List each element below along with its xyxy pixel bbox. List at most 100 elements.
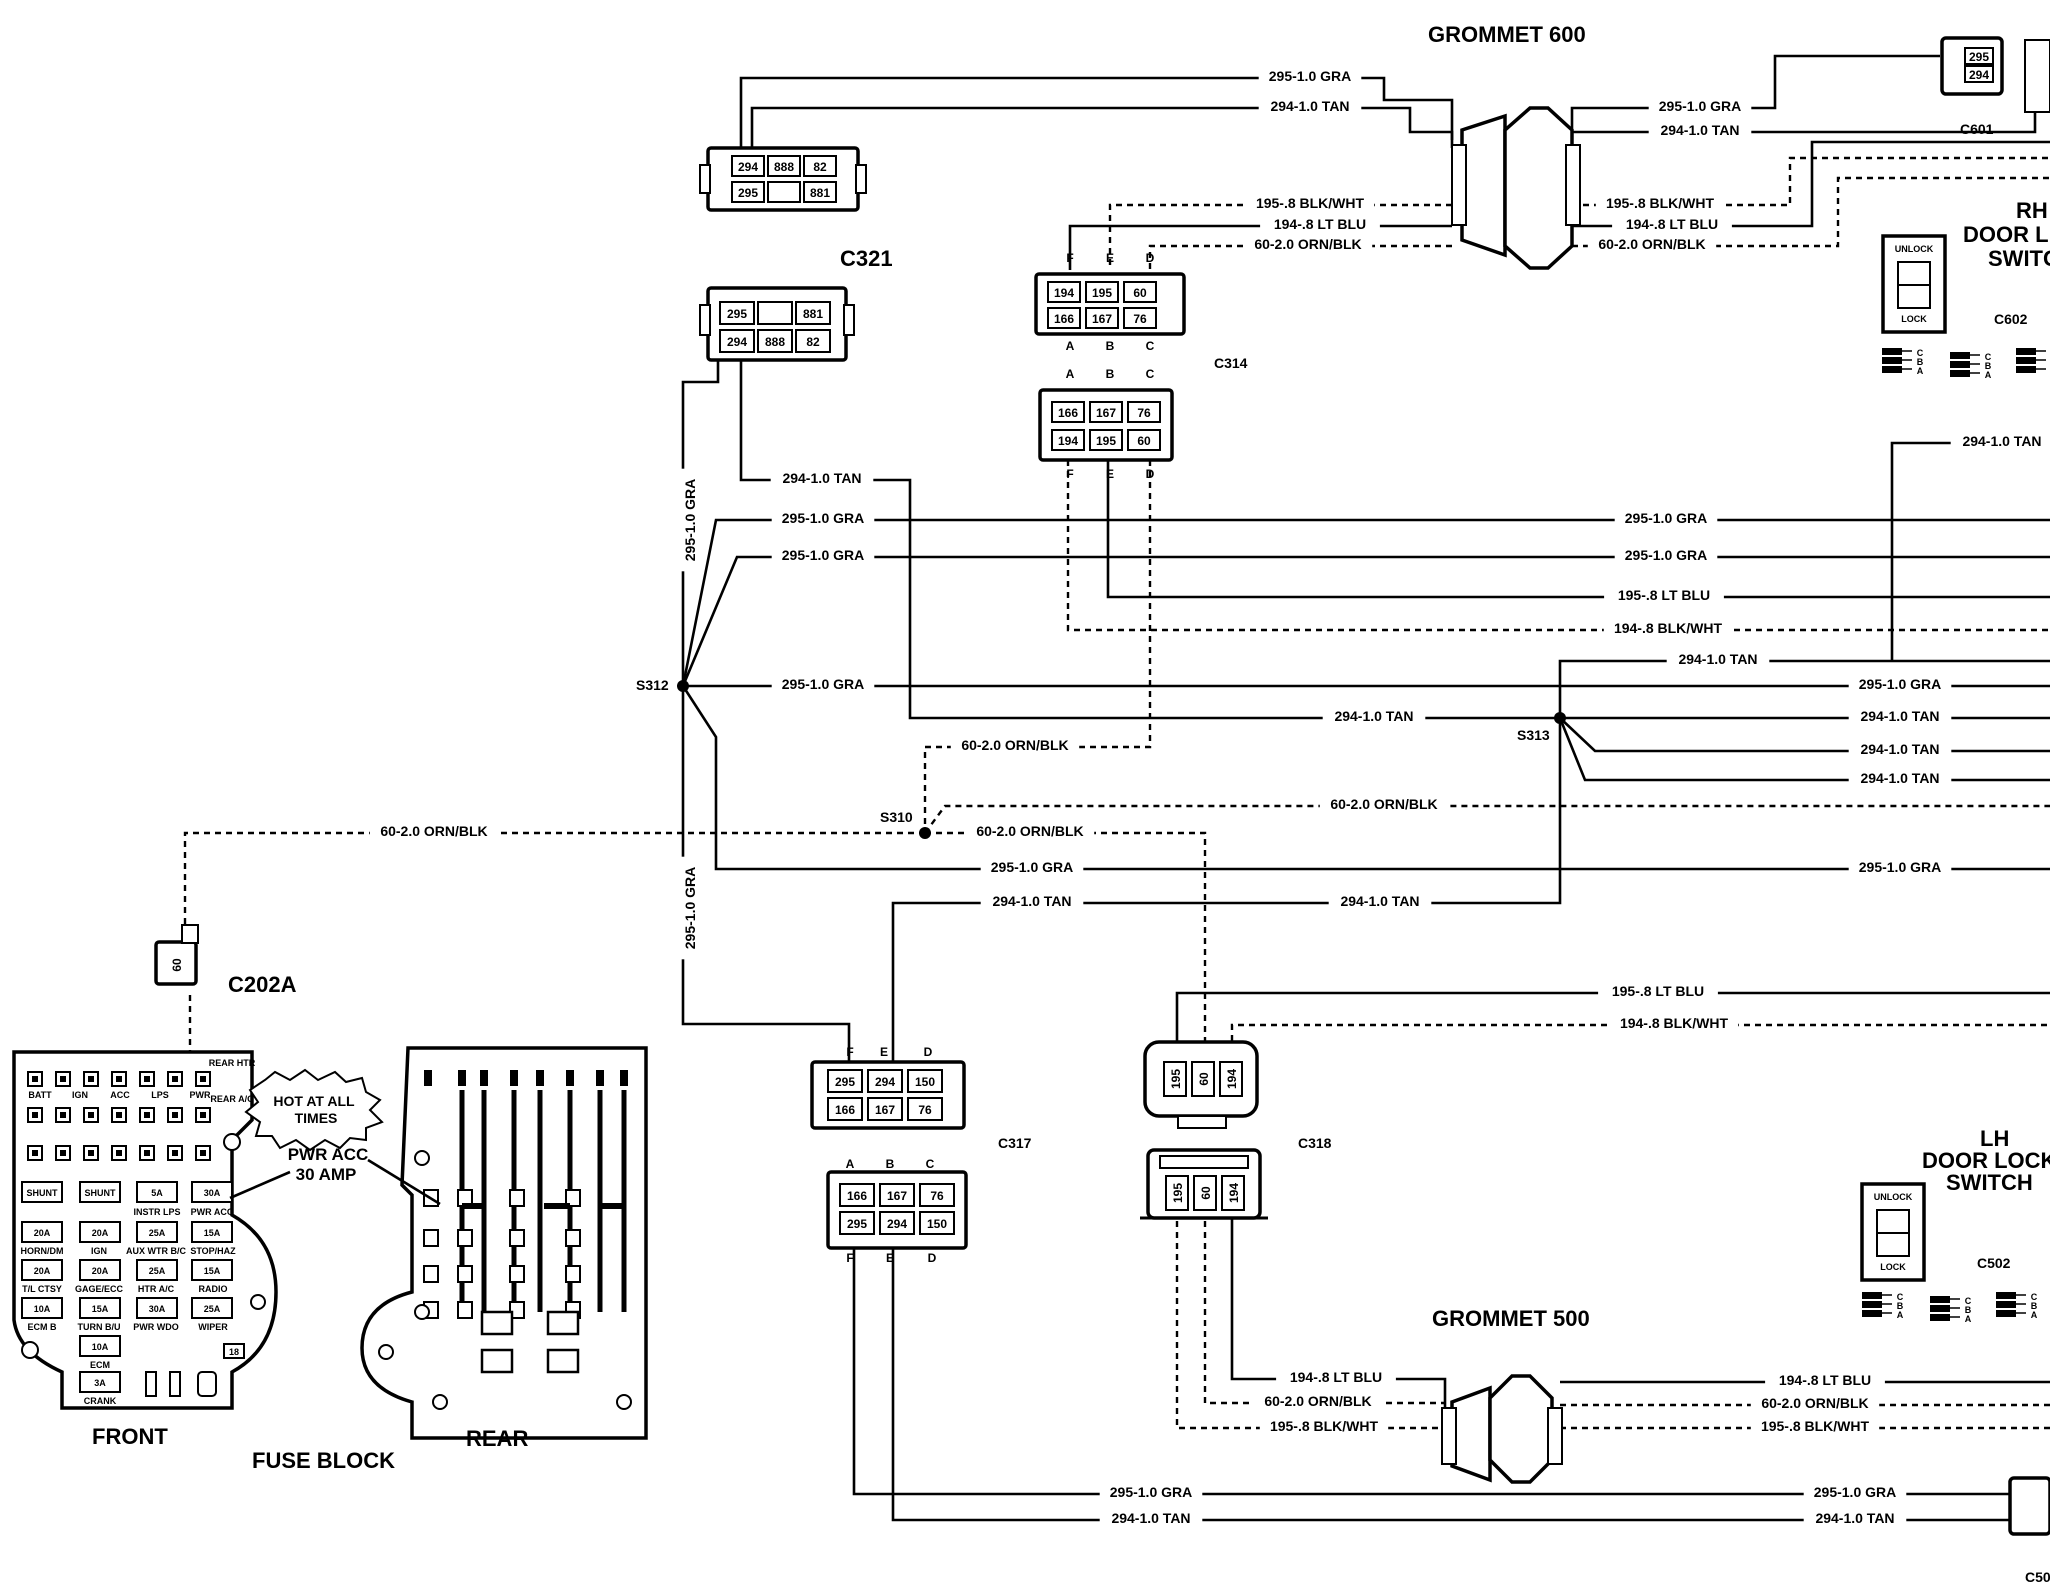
pin-cavity [731,181,765,203]
lh-unlock-label: UNLOCK [1874,1192,1913,1202]
terminal-letter: A [1917,366,1924,376]
pin-letter: C [1146,367,1155,381]
wire-294-right-up [1890,441,2050,661]
fuse-caption: BATT [28,1090,52,1100]
terminal-letter: A [1965,1314,1972,1324]
wire-label: 194-.8 LT BLU [1290,1369,1382,1385]
wire-label: 195-.8 BLK/WHT [1606,195,1715,211]
pin-number: 888 [765,335,785,349]
pin-number: 150 [915,1075,935,1089]
pin-letter: F [1066,251,1073,265]
wire-295-b [681,555,2050,687]
wire-label: 195-.8 BLK/WHT [1761,1418,1870,1434]
wire-label: 295-1.0 GRA [1859,676,1941,692]
fuse-value: 15A [204,1266,221,1276]
pin-cavity [767,181,801,203]
fuse-caption: ECM B [28,1322,58,1332]
fuse-value: 20A [92,1266,109,1276]
wire-295-d [681,685,2050,871]
pin-cavity [1127,401,1161,423]
pin-number: 76 [930,1189,944,1203]
wire-label: 294-1.0 TAN [1678,651,1757,667]
pin-letter: B [1106,339,1115,353]
pin-number: 295 [847,1217,867,1231]
wire-label: 295-1.0 GRA [1859,859,1941,875]
wire-label: 60-2.0 ORN/BLK [1761,1395,1868,1411]
wire-label: 295-1.0 GRA [991,859,1073,875]
fuse-value: 20A [92,1228,109,1238]
terminal-letter: B [1897,1301,1904,1311]
fuse-caption: T/L CTSY [22,1284,62,1294]
terminal-letter: C [2031,1292,2038,1302]
pin-cavity [757,329,793,353]
pin-cavity [907,1069,943,1093]
wire-295-c317-down [852,1248,2010,1496]
pin-number: 166 [1058,406,1078,420]
pin-cavity [795,301,831,325]
wire-195-c314 [1106,460,2050,599]
c50x-label: C50 [2025,1569,2050,1584]
lh-switch-line1: LH [1980,1126,2009,1151]
c202a-label: C202A [228,972,297,997]
pin-number: 60 [1133,286,1147,300]
pin-letter: E [880,1045,888,1059]
wire-295-e [681,686,851,1070]
terminal-letter: C [1917,348,1924,358]
wire-294-c317-down [891,1248,2010,1522]
pin-letter: A [846,1157,855,1171]
pin-letter: D [1146,251,1155,265]
pin-cavity [879,1183,915,1207]
pin-cavity [839,1211,875,1235]
s312-label: S312 [636,677,669,693]
rh-lock-label: LOCK [1901,314,1927,324]
pin-cavity [767,155,801,177]
pin-cavity [827,1097,863,1121]
pin-cavity [1191,1061,1215,1097]
pin-cavity [879,1211,915,1235]
fuse-caption: GAGE/ECC [75,1284,124,1294]
wire-194-c314 [1066,460,2050,632]
splice-s313-dot [1554,712,1566,724]
fuse-caption: REAR A/C [210,1094,254,1104]
pin-number: 195 [1096,434,1116,448]
wire-label: 295-1.0 GRA [1625,547,1707,563]
pin-number: 195 [1169,1069,1183,1089]
wire-194-g600-right [1572,140,2050,228]
pin-letter: F [846,1251,853,1265]
fuse-value: 30A [149,1304,166,1314]
wire-60-s310-left [183,831,925,925]
rh-switch-line1: RH [2016,198,2048,223]
pin-cavity [803,155,837,177]
hot-at-all-times-callout: HOT AT ALL TIMES [244,1068,384,1152]
pin-cavity [919,1183,955,1207]
wire-label: 294-1.0 TAN [1111,1510,1190,1526]
pin-cavity [795,329,831,353]
fuse-caption: HORN/DM [21,1246,64,1256]
s313-label: S313 [1517,727,1550,743]
fuse-value: 15A [92,1304,109,1314]
fuse-value: 25A [204,1304,221,1314]
fuse-caption: PWR [190,1090,211,1100]
pin-cavity [839,1183,875,1207]
pin-number: 295 [835,1075,855,1089]
fuse-caption: ECM [90,1360,110,1370]
connector-c601: 295 294 [1940,36,2050,113]
wire-label: 294-1.0 TAN [1340,893,1419,909]
pin-number: 294 [727,335,747,349]
fuse-value: 15A [204,1228,221,1238]
pin-number: 76 [918,1103,932,1117]
pin-cavity [1089,429,1123,451]
wire-195-c318-up [1175,991,2050,1052]
pwr-acc-line1: PWR ACC [288,1145,369,1164]
pin-cavity [1221,1175,1245,1211]
pin-number: 294 [887,1217,907,1231]
wire-label: 194-.8 LT BLU [1274,216,1366,232]
fuse-caption: RADIO [199,1284,228,1294]
pin-cavity [827,1069,863,1093]
grommet-600-title: GROMMET 600 [1428,22,1586,47]
pwr-acc-line2: 30 AMP [296,1165,357,1184]
pin-cavity [1127,429,1161,451]
rh-switch-line3: SWITC [1988,246,2050,271]
wire-label: 295-1.0 GRA [1269,68,1351,84]
